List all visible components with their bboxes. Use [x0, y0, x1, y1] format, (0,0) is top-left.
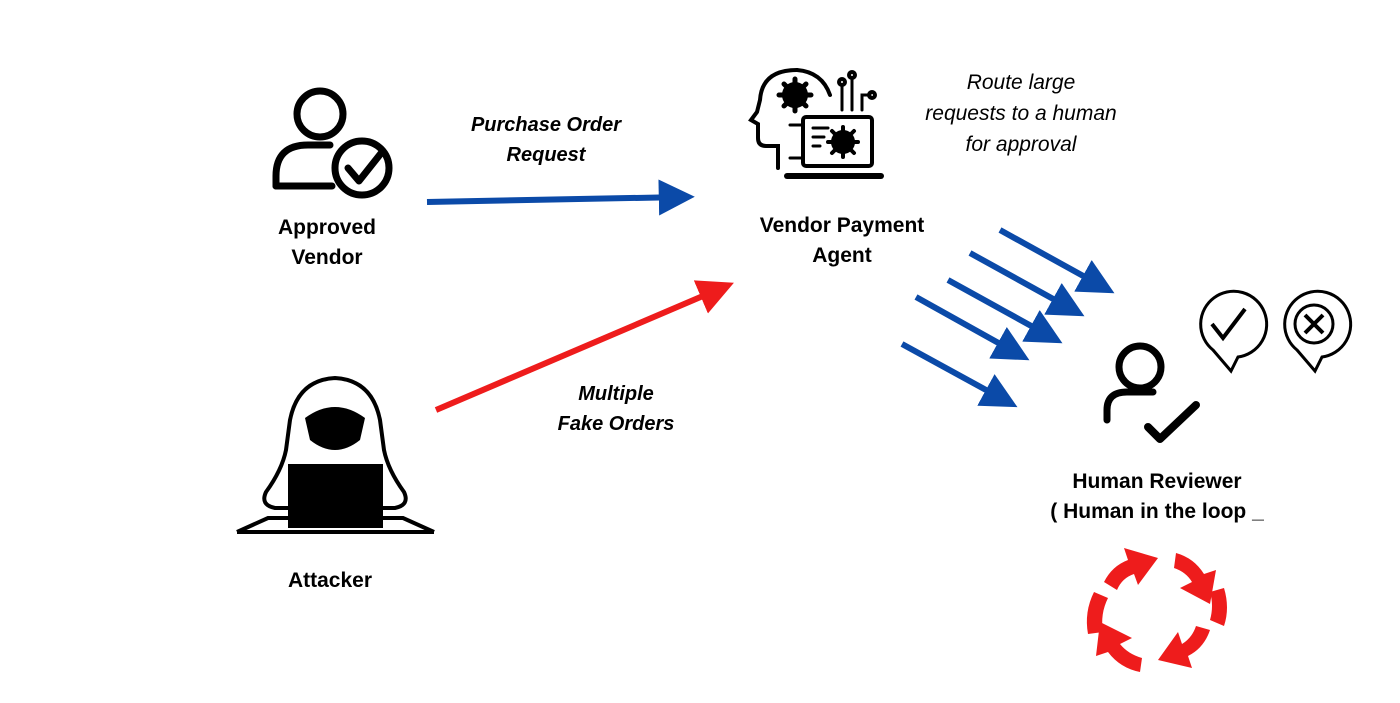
user-check-icon [272, 87, 393, 199]
arrow-route-to-human-4 [914, 294, 1030, 361]
agent-label-line-2: Agent [812, 244, 872, 267]
purchase-order-edge-label-line-1: Purchase Order [470, 114, 622, 136]
circular-arrows-icon [1086, 548, 1227, 672]
arrow-route-to-human-1 [998, 227, 1115, 294]
attacker-label: Attacker [230, 566, 430, 596]
agent-label-line-1: Vendor Payment [759, 214, 925, 237]
arrow-purchase-order [426, 179, 695, 216]
fake-orders-edge-label-line-2: Fake Orders [557, 413, 675, 435]
hooded-hacker-laptop-icon [236, 375, 435, 534]
reviewer-label-line-2: ( Human in the loop _ [1050, 500, 1264, 523]
ai-head-gears-laptop-icon [748, 68, 884, 179]
route-annotation: Route large requests to a human for appr… [896, 67, 1146, 160]
arrow-fake-orders [434, 280, 734, 413]
check-bubble-icon [1199, 289, 1269, 374]
arrow-route-to-human-2 [968, 250, 1085, 317]
reviewer-label-line-1: Human Reviewer [1072, 470, 1242, 493]
x-bubble-icon [1283, 289, 1353, 374]
route-annotation-line-3: for approval [965, 133, 1077, 156]
agent-label: Vendor Payment Agent [722, 211, 962, 271]
approved-vendor-label: Approved Vendor [232, 213, 422, 273]
arrow-route-to-human-5 [900, 341, 1018, 408]
attacker-label-line-1: Attacker [287, 569, 373, 592]
user-check-icon [1103, 342, 1200, 443]
fake-orders-edge-label-line-1: Multiple [578, 383, 654, 405]
fake-orders-edge-label: Multiple Fake Orders [516, 379, 716, 439]
purchase-order-edge-label-line-2: Request [506, 144, 586, 166]
route-annotation-line-1: Route large [966, 71, 1076, 94]
route-annotation-line-2: requests to a human [925, 102, 1117, 125]
purchase-order-edge-label: Purchase Order Request [436, 110, 656, 170]
reviewer-label: Human Reviewer ( Human in the loop _ [1020, 467, 1294, 527]
approved-vendor-label-line-1: Approved [277, 216, 376, 239]
arrow-route-to-human-3 [946, 277, 1063, 344]
approved-vendor-label-line-2: Vendor [291, 246, 363, 269]
